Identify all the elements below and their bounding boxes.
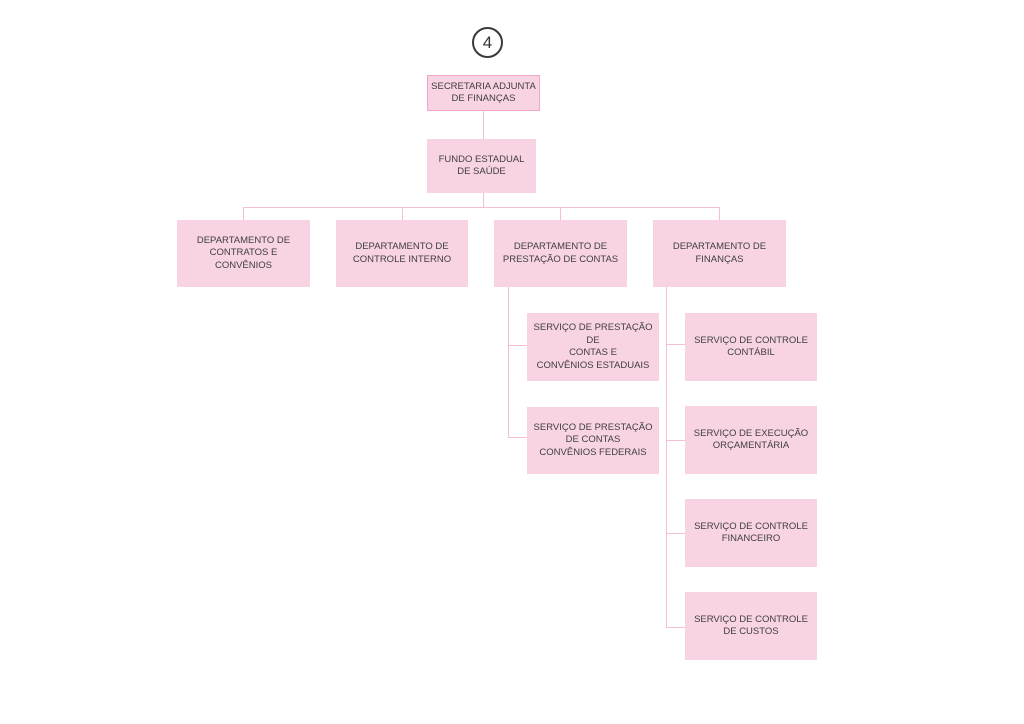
org-node-label: SERVIÇO DE CONTROLE FINANCEIRO	[694, 520, 808, 545]
connector-department-bus	[243, 207, 720, 208]
org-node-departamento-financas: DEPARTAMENTO DE FINANÇAS	[653, 220, 786, 287]
org-node-departamento-contratos-convenios: DEPARTAMENTO DE CONTRATOS E CONVÊNIOS	[177, 220, 310, 287]
connector-stub-servico-financeiro	[666, 533, 685, 534]
connector-fundo-to-bus	[483, 193, 484, 207]
org-node-label: SERVIÇO DE PRESTAÇÃO DE CONTAS CONVÊNIOS…	[533, 421, 653, 458]
connector-vertical-financas-services	[666, 287, 667, 627]
connector-stub-servico-estaduais	[508, 345, 527, 346]
connector-drop-dept-controle-interno	[402, 207, 403, 220]
page-number: 4	[482, 32, 493, 52]
org-node-secretaria-adjunta-de-financas: SECRETARIA ADJUNTA DE FINANÇAS	[427, 75, 540, 111]
org-node-servico-controle-de-custos: SERVIÇO DE CONTROLE DE CUSTOS	[685, 592, 817, 660]
connector-drop-dept-financas	[719, 207, 720, 220]
org-node-label: SERVIÇO DE CONTROLE DE CUSTOS	[694, 613, 808, 638]
org-node-label: SERVIÇO DE CONTROLE CONTÁBIL	[694, 334, 808, 359]
org-node-label: DEPARTAMENTO DE CONTROLE INTERNO	[352, 241, 452, 265]
org-node-label: FUNDO ESTADUAL DE SAÚDE	[438, 153, 525, 178]
connector-stub-servico-orcamentaria	[666, 440, 685, 441]
org-node-fundo-estadual-de-saude: FUNDO ESTADUAL DE SAÚDE	[427, 139, 536, 193]
connector-drop-dept-contratos	[243, 207, 244, 220]
org-node-departamento-controle-interno: DEPARTAMENTO DE CONTROLE INTERNO	[336, 220, 468, 287]
org-node-label: DEPARTAMENTO DE CONTRATOS E CONVÊNIOS	[196, 234, 291, 271]
connector-root-to-fundo	[483, 111, 484, 139]
org-node-label: DEPARTAMENTO DE PRESTAÇÃO DE CONTAS	[502, 241, 619, 265]
connector-drop-dept-prestacao	[560, 207, 561, 220]
page-number-badge: 4	[472, 27, 503, 58]
org-node-departamento-prestacao-de-contas: DEPARTAMENTO DE PRESTAÇÃO DE CONTAS	[494, 220, 627, 287]
connector-stub-servico-contabil	[666, 344, 685, 345]
org-node-label: DEPARTAMENTO DE FINANÇAS	[672, 241, 767, 265]
org-node-servico-prestacao-convenios-federais: SERVIÇO DE PRESTAÇÃO DE CONTAS CONVÊNIOS…	[527, 407, 659, 474]
org-node-label: SERVIÇO DE EXECUÇÃO ORÇAMENTÁRIA	[693, 427, 809, 452]
org-node-servico-prestacao-convenios-estaduais: SERVIÇO DE PRESTAÇÃO DE CONTAS E CONVÊNI…	[527, 313, 659, 381]
org-node-label: SERVIÇO DE PRESTAÇÃO DE CONTAS E CONVÊNI…	[533, 322, 653, 371]
connector-vertical-prestacao-services	[508, 287, 509, 437]
org-node-label: SECRETARIA ADJUNTA DE FINANÇAS	[431, 80, 536, 105]
connector-stub-servico-custos	[666, 627, 685, 628]
org-node-servico-execucao-orcamentaria: SERVIÇO DE EXECUÇÃO ORÇAMENTÁRIA	[685, 406, 817, 474]
org-node-servico-controle-financeiro: SERVIÇO DE CONTROLE FINANCEIRO	[685, 499, 817, 567]
connector-stub-servico-federais	[508, 437, 527, 438]
org-node-servico-controle-contabil: SERVIÇO DE CONTROLE CONTÁBIL	[685, 313, 817, 381]
